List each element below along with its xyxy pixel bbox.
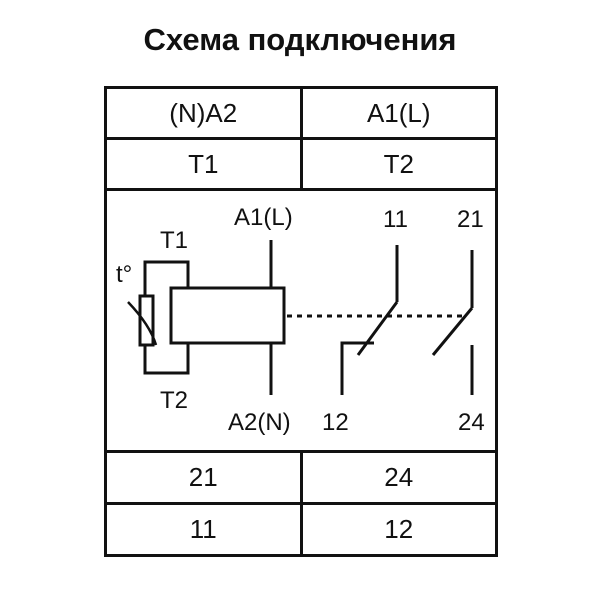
terminal-cell: 12 [299,505,496,554]
thermistor-loop [127,260,190,375]
terminal-cell: T2 [299,140,496,188]
relay-coil [169,286,286,345]
terminal-row: 11 12 [104,502,498,557]
label-12: 12 [322,409,349,436]
label-temp: t° [116,261,132,288]
label-t2: T2 [160,387,188,414]
terminal-cell: 24 [299,453,496,502]
contact-11-12 [340,245,399,395]
terminal-cell: 21 [188,462,218,492]
terminal-cell: A1(L) [299,89,496,137]
terminal-cell: (N)A2 [169,97,238,128]
label-a1: A1(L) [234,204,293,231]
page-title: Схема подключения [143,22,457,57]
label-t1: T1 [160,227,188,254]
terminal-cell: T1 [188,148,219,179]
label-24: 24 [458,409,485,436]
contact-21-24 [431,250,474,395]
label-21: 21 [457,206,484,233]
label-11: 11 [383,206,408,233]
terminal-cell: 11 [189,514,217,544]
label-a2: A2(N) [228,409,291,436]
